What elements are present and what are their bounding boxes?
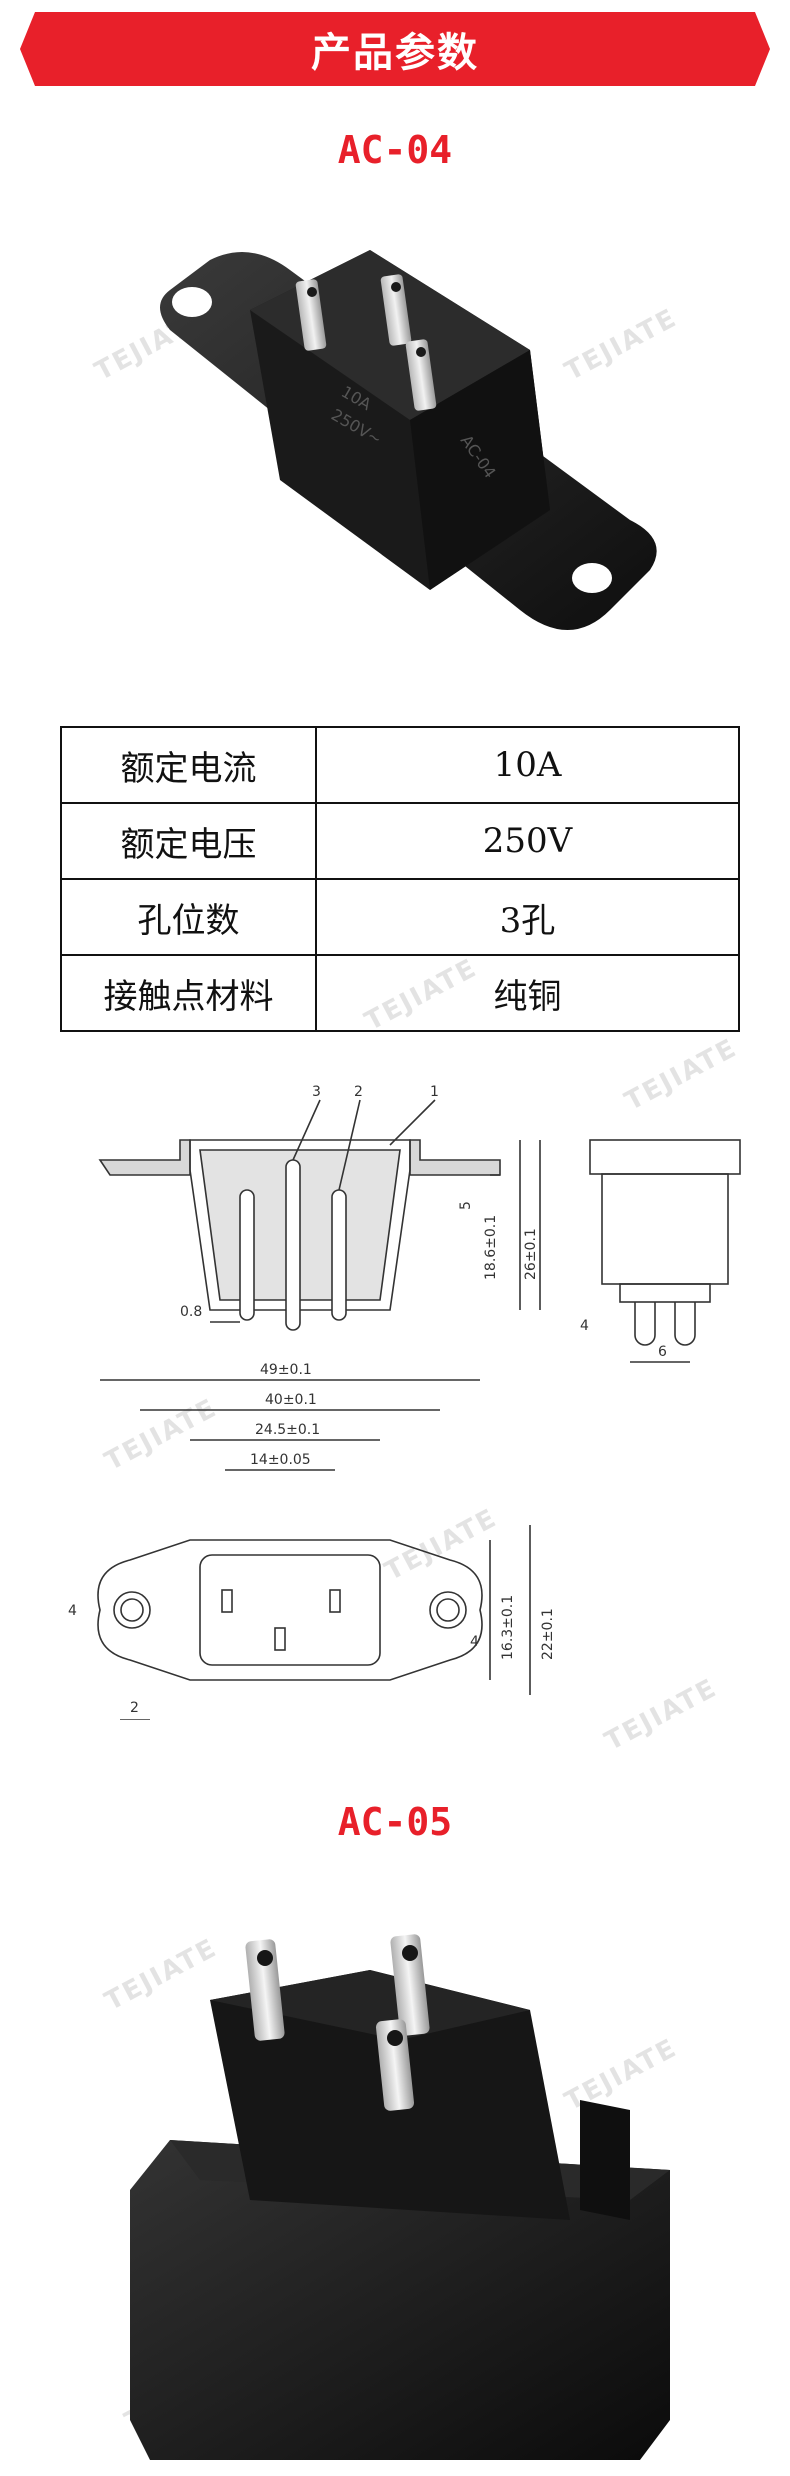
table-row: 额定电流 10A (60, 726, 740, 804)
table-row: 接触点材料 纯铜 (60, 954, 740, 1032)
dim-22: 22±0.1 (540, 1608, 556, 1660)
dim-16-3: 16.3±0.1 (500, 1595, 516, 1660)
spec-label: 接触点材料 (60, 954, 317, 1032)
product-photo-ac04: 10A 250V~ AC-04 (160, 250, 657, 630)
watermark-text: TEJIATE (600, 1673, 723, 1757)
dim-26: 26±0.1 (523, 1228, 539, 1280)
spec-value: 10A (315, 726, 740, 804)
dim-4-right: 4 (470, 1634, 479, 1650)
callout-3: 3 (312, 1084, 321, 1100)
dim-4-left: 4 (68, 1603, 77, 1619)
dim-49: 49±0.1 (260, 1362, 312, 1378)
callout-1: 1 (430, 1084, 439, 1100)
product-photo-ac05 (130, 1934, 670, 2460)
end-view-drawing: 4 6 (580, 1139, 741, 1363)
spec-value: 纯铜 (315, 954, 740, 1032)
model-title-ac04: AC-04 (337, 128, 453, 172)
table-row: 孔位数 3孔 (60, 878, 740, 956)
dim-4: 4 (580, 1318, 589, 1334)
dim-6: 6 (658, 1344, 667, 1360)
spec-table: 额定电流 10A 额定电压 250V 孔位数 3孔 接触点材料 纯铜 (60, 726, 740, 1032)
dim-5: 5 (458, 1201, 474, 1210)
dim-14: 14±0.05 (250, 1452, 311, 1468)
section-title: 产品参数 (311, 30, 479, 76)
dim-0-8: 0.8 (180, 1304, 202, 1320)
dim-18-6: 18.6±0.1 (483, 1215, 499, 1280)
spec-value: 3孔 (315, 878, 740, 956)
spec-label: 额定电压 (60, 802, 317, 880)
spec-value: 250V (315, 802, 740, 880)
section-header-banner: 产品参数 (20, 12, 770, 86)
spec-label: 孔位数 (60, 878, 317, 956)
dim-40: 40±0.1 (265, 1392, 317, 1408)
dim-2: 2 (130, 1700, 139, 1716)
model-title-ac05: AC-05 (337, 1800, 453, 1844)
top-view-drawing: 49±0.1 40±0.1 24.5±0.1 14±0.05 4 4 16.3±… (68, 1362, 556, 1720)
side-section-drawing: 3 2 1 5 18.6±0.1 26±0.1 0.8 (98, 1084, 541, 1331)
dim-24-5: 24.5±0.1 (255, 1422, 320, 1438)
table-row: 额定电压 250V (60, 802, 740, 880)
spec-label: 额定电流 (60, 726, 317, 804)
watermark-text: TEJIATE (620, 1033, 743, 1117)
callout-2: 2 (354, 1084, 363, 1100)
